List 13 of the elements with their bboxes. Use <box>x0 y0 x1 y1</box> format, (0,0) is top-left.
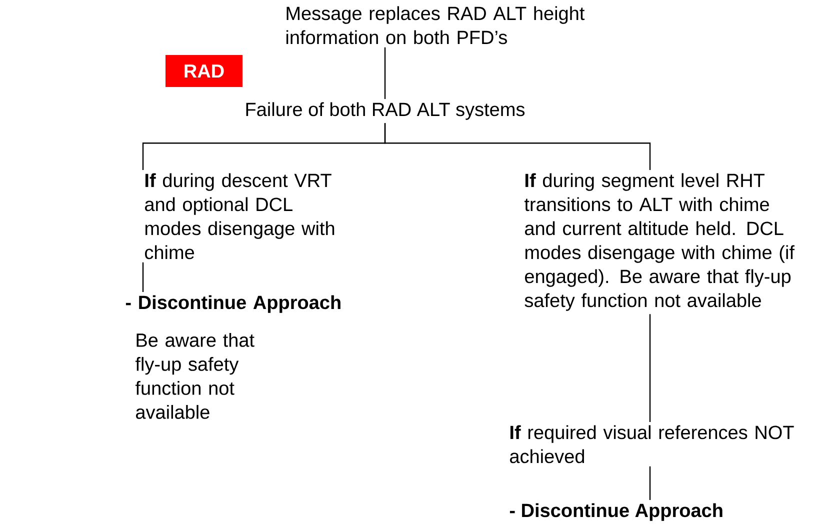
action-text: - Discontinue Approach <box>510 503 722 521</box>
connector-line <box>649 466 651 500</box>
connector-line <box>142 262 144 292</box>
connector-line <box>384 47 386 99</box>
connector-line <box>649 314 651 422</box>
condition-text: If during descent VRT and optional DCL modes disengage with chime <box>145 173 334 260</box>
condition-text: If during segment level RHT transitions to ALT with chime and current altitude held. DCL modes disengage with chime (if engaged). Be aware that fly-up safety function not available <box>524 173 795 311</box>
connector-line <box>384 123 651 170</box>
condition-text: If required visual references NOT achieved <box>510 425 794 464</box>
condition-text: Failure of both RAD ALT systems <box>246 102 525 120</box>
action-text: - Discontinue Approach Be aware that fly-up safety function not available <box>126 295 340 419</box>
message-text: Message replaces RAD ALT height information on both PFD’s <box>286 6 585 44</box>
warning-badge: RAD <box>166 55 242 87</box>
